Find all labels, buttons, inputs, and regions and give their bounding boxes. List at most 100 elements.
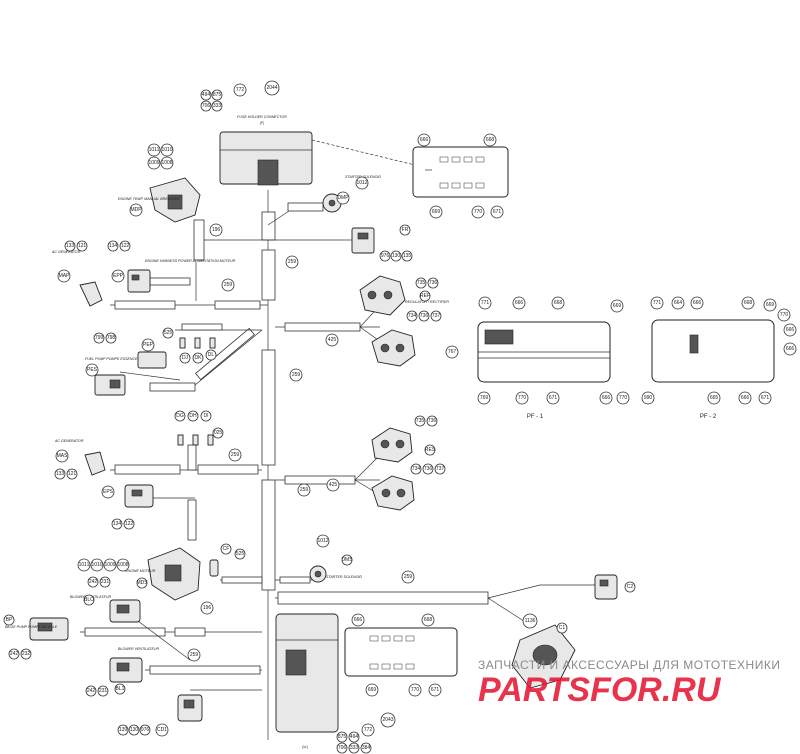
callout: 799	[95, 335, 104, 341]
ignition-bank-1	[179, 337, 216, 349]
callout: PEP	[143, 342, 154, 348]
mds-connector	[147, 547, 201, 601]
callout: 976	[141, 727, 150, 733]
fuse-holder-pin-view	[412, 146, 509, 198]
ac-generator-label-1: AC GENERATOR	[51, 250, 81, 254]
callout: 666	[786, 327, 795, 333]
callout: 121	[78, 243, 87, 249]
callout: 669	[766, 302, 775, 308]
callout: 1012	[356, 180, 367, 186]
callouts: 494 875 706 333 772 2044 666 668 669 770…	[3, 80, 797, 754]
callout: 259	[292, 372, 301, 378]
pf2-pin-view	[651, 319, 775, 383]
callout: 875	[213, 92, 222, 98]
callout: BP	[6, 617, 13, 623]
callout: 525	[236, 551, 245, 557]
callout: 666	[741, 395, 750, 401]
fr-connector	[350, 227, 375, 254]
bilge-pump-label: BILGE PUMP POMPE DE CALE	[5, 625, 58, 629]
callout: 525	[164, 330, 173, 336]
callout: 1009	[104, 562, 115, 568]
pf1-pin-view	[477, 321, 611, 383]
callout: 770	[411, 687, 420, 693]
callout: 1009	[148, 160, 159, 166]
callout: 666	[693, 300, 702, 306]
callout: DI	[204, 413, 209, 419]
callout: 772	[364, 727, 373, 733]
bilge-pump-connector	[29, 617, 69, 641]
callout: 736	[429, 280, 438, 286]
starter-solenoid-label-2: STARTER SOLENOID	[326, 575, 362, 579]
footer-label: (U)	[302, 744, 308, 749]
callout: RES	[425, 447, 436, 453]
mdp-connector	[149, 177, 201, 223]
callout: 232	[22, 651, 31, 657]
callout: 134	[109, 243, 118, 249]
callout: 1012	[317, 538, 328, 544]
callout: EPP	[113, 273, 124, 279]
callout: 671	[493, 209, 502, 215]
callout: 666	[354, 617, 363, 623]
callout: 770	[780, 312, 789, 318]
callout: MDP	[130, 207, 142, 213]
callout: 259	[300, 487, 309, 493]
callout: 735	[416, 418, 425, 424]
callout: 669	[613, 303, 622, 309]
engine-temp-label: ENGINE TEMP. MANUAL BREATHER	[118, 197, 180, 201]
callout: 666	[515, 300, 524, 306]
fuse-holder-label: FUSE HOLDER CONNECTOR	[237, 115, 287, 119]
callout: 130	[130, 727, 139, 733]
callout: 771	[481, 300, 490, 306]
engine-harness-label: ENGINE HARNESS POWER ALIMENTATION MOTEUR	[145, 259, 236, 263]
callout: C2	[627, 584, 634, 590]
res-lower	[371, 475, 415, 511]
callout: EPS	[103, 489, 114, 495]
callout: 1136	[525, 618, 536, 624]
watermark-logo: PARTSFOR.RU	[478, 671, 721, 709]
pf1-label: PF - 1	[527, 414, 544, 420]
callout: 771	[653, 300, 662, 306]
callout: 259	[404, 574, 413, 580]
callout: 242	[89, 579, 98, 585]
callout: DMP	[337, 195, 349, 201]
callout: 666	[602, 395, 611, 401]
callout: 769	[480, 395, 489, 401]
callout: 139	[119, 727, 128, 733]
callout: 425	[328, 337, 337, 343]
c1-connector	[511, 624, 576, 689]
callout: DH	[189, 413, 197, 419]
callout: 1011	[149, 147, 160, 153]
callout: 735	[417, 280, 426, 286]
callout: MAS	[57, 453, 69, 459]
callout: 025	[214, 430, 223, 436]
eps-connector	[124, 484, 154, 508]
callout: 242	[87, 688, 96, 694]
regulator-label: REGULATOR / RECTIFIER	[405, 300, 449, 304]
callout: BLO	[84, 597, 94, 603]
callout: FR	[402, 227, 409, 233]
callout: 121	[68, 471, 77, 477]
blower-connector-2	[109, 657, 143, 683]
callout: C1	[559, 625, 566, 631]
callout: 669	[432, 209, 441, 215]
callout: 671	[431, 687, 440, 693]
ac-generator-label-2: AC GENERATOR	[54, 439, 84, 443]
callout: 1008	[117, 562, 128, 568]
callout: 736	[420, 313, 429, 319]
callout: 196	[212, 227, 221, 233]
callout: 737	[432, 313, 441, 319]
main-harness	[80, 190, 600, 740]
blower-label-2: BLOWER VENTILATEUR	[118, 647, 159, 651]
callout: 736	[428, 418, 437, 424]
callout: 736	[424, 466, 433, 472]
callout: 133	[56, 471, 65, 477]
callout: 425	[329, 482, 338, 488]
fuse-holder-sub: (F)	[260, 121, 265, 125]
ecm-pin-view	[344, 627, 458, 677]
watermark-tagline: ЗАПЧАСТИ И АКСЕССУАРЫ ДЛЯ МОТОТЕХНИКИ	[478, 658, 781, 672]
callout: DG	[176, 413, 184, 419]
callout: DMS	[341, 557, 353, 563]
callout: 772	[236, 87, 245, 93]
callout: 770	[474, 209, 483, 215]
